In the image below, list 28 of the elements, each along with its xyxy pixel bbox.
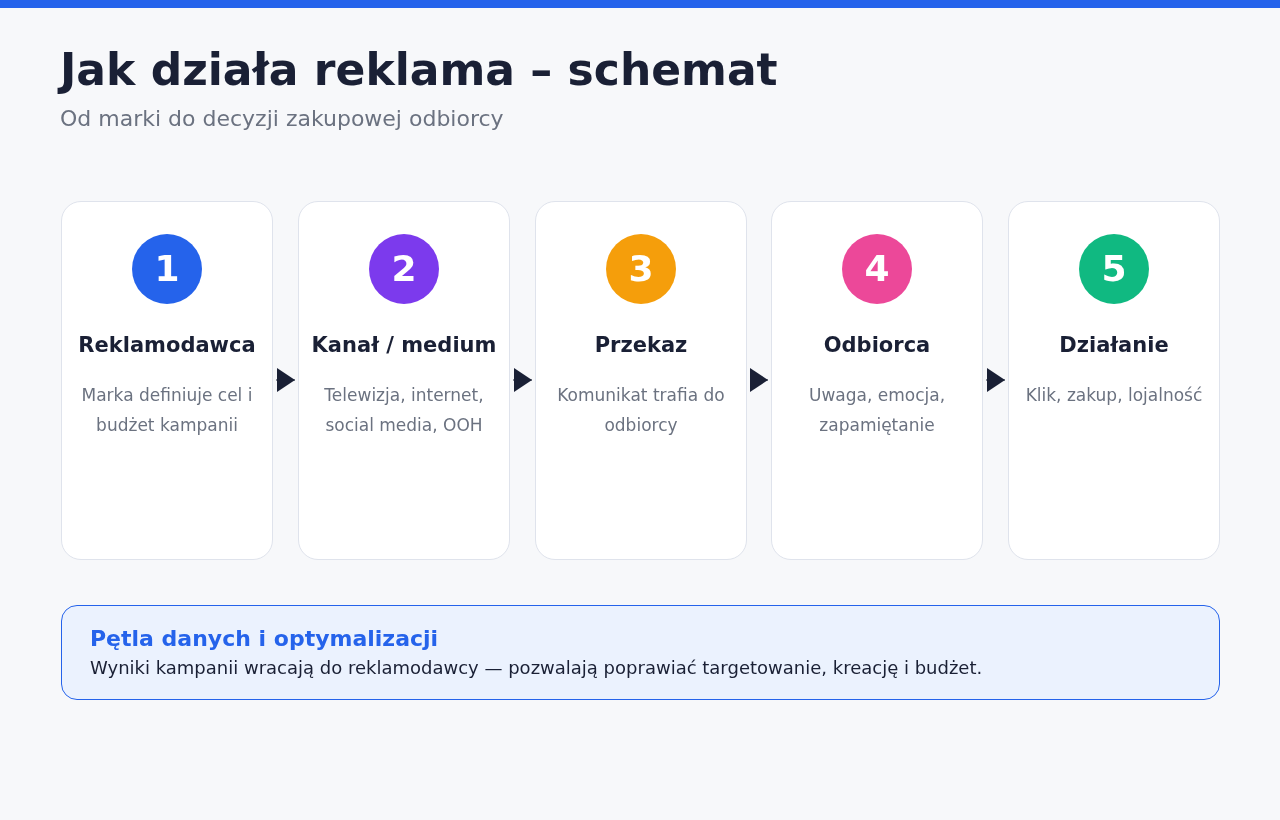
step-description: Klik, zakup, lojalność xyxy=(1024,384,1204,407)
step-description: Uwaga, emocja, zapamiętanie xyxy=(807,384,947,437)
step-number-badge: 4 xyxy=(842,234,912,304)
step-heading: Kanał / medium xyxy=(311,332,497,359)
step-card xyxy=(61,201,273,560)
step-heading: Przekaz xyxy=(594,332,688,359)
step-description: Telewizja, internet, social media, OOH xyxy=(323,384,485,437)
step-number-badge: 2 xyxy=(369,234,439,304)
step-heading: Odbiorca xyxy=(823,332,931,359)
arrow xyxy=(275,368,296,392)
step-description: Komunikat trafia do odbiorcy xyxy=(556,384,726,437)
step-card xyxy=(535,201,747,560)
step-card xyxy=(298,201,510,560)
step-heading: Działanie xyxy=(1059,332,1169,359)
arrow xyxy=(512,368,533,392)
arrow xyxy=(985,368,1006,392)
arrow xyxy=(749,368,769,392)
step-number-badge: 1 xyxy=(132,234,202,304)
step-card xyxy=(1008,201,1220,560)
step-heading: Reklamodawca xyxy=(78,332,256,359)
subtitle: Od marki do decyzji zakupowej odbiorcy xyxy=(60,105,504,133)
step-description: Marka definiuje cel i budżet kampanii xyxy=(80,384,254,437)
info-panel xyxy=(61,605,1220,700)
step-number-badge: 5 xyxy=(1079,234,1149,304)
step-card xyxy=(771,201,983,560)
step-number-badge: 3 xyxy=(606,234,676,304)
panel-heading: Pętla danych i optymalizacji xyxy=(90,625,440,653)
panel-text: Wyniki kampanii wracają do reklamodawcy — pozwalają poprawiać targetowanie, kreację i budżet. xyxy=(90,656,984,680)
